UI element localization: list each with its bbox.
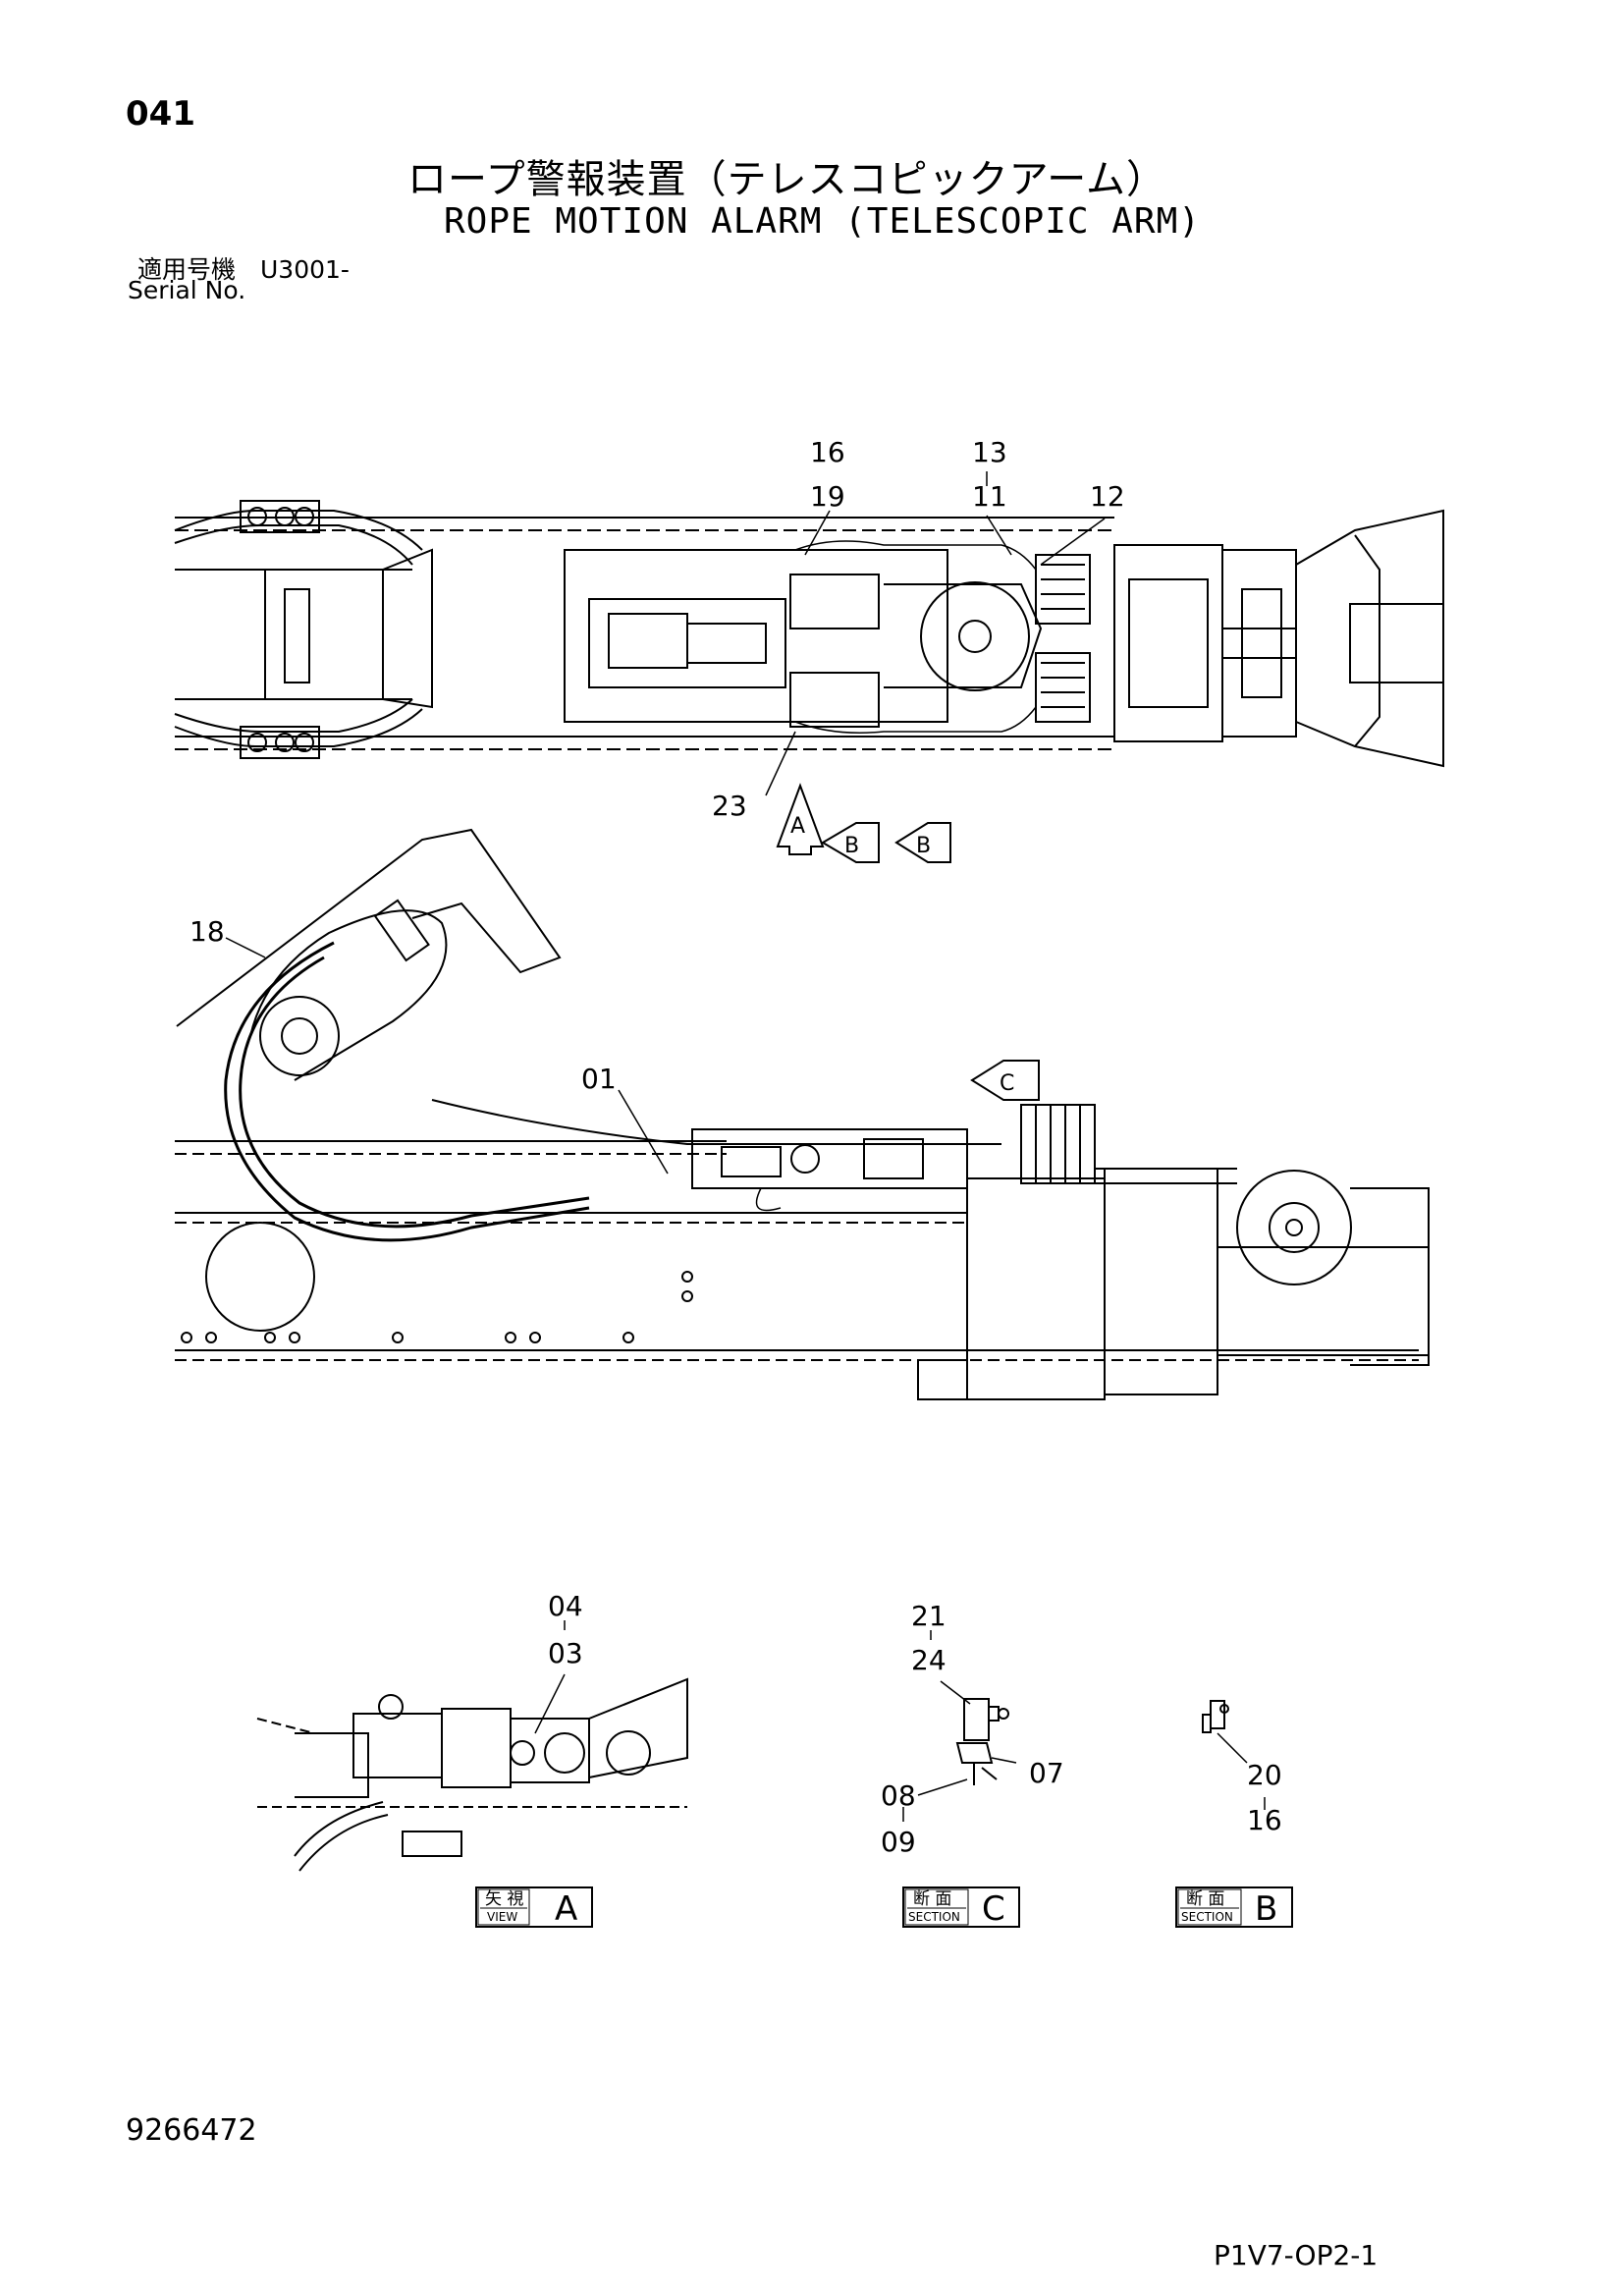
callout-04: 04 [548, 1590, 583, 1622]
title-english: ROPE MOTION ALARM (TELESCOPIC ARM) [444, 201, 1201, 242]
section-b-callouts: 20 16 [1247, 1759, 1282, 1836]
top-view-leaders [765, 471, 1106, 796]
view-a-leaders [534, 1620, 566, 1734]
section-c-drawing [955, 1698, 1009, 1785]
section-c-label-box: 断 面 SECTION C [902, 1886, 1020, 1929]
view-arrow-c-letter: C [1000, 1071, 1014, 1096]
callout-03: 03 [548, 1637, 583, 1669]
document-number: 9266472 [126, 2113, 257, 2148]
callout-12: 12 [1090, 480, 1125, 513]
callout-01: 01 [581, 1063, 617, 1095]
page-number: 041 [126, 94, 195, 134]
side-view-callouts: 18 01 [189, 915, 617, 1095]
serial-label-japanese: 適用号機 U3001- [137, 255, 350, 284]
callout-08: 08 [881, 1779, 916, 1812]
view-a-label-jp: 矢 視 [485, 1889, 523, 1909]
figure-id: P1V7-OP2-1 [1214, 2239, 1379, 2271]
view-arrow-b-1: B [821, 822, 880, 863]
callout-24: 24 [911, 1644, 947, 1676]
top-view-drawing [174, 500, 1444, 768]
view-arrow-a: A [776, 783, 825, 855]
callout-20: 20 [1247, 1759, 1282, 1791]
callout-16-top: 16 [810, 436, 845, 468]
section-b-label-en: SECTION [1181, 1910, 1233, 1924]
view-arrow-b-2: B [894, 822, 951, 863]
callout-11: 11 [972, 480, 1007, 513]
serial-label-english: Serial No. [128, 276, 246, 304]
callout-18: 18 [189, 915, 225, 948]
section-b-label-letter: B [1255, 1889, 1277, 1929]
side-view-leaders [225, 937, 669, 1175]
callout-09: 09 [881, 1826, 916, 1858]
callout-23: 23 [712, 790, 747, 822]
view-a-drawing [256, 1677, 688, 1872]
callout-21: 21 [911, 1600, 947, 1632]
callout-16-section-b: 16 [1247, 1804, 1282, 1836]
section-c-leaders [902, 1630, 1017, 1822]
top-view-callouts: 16 19 13 11 12 23 [712, 436, 1125, 822]
view-arrow-a-letter: A [790, 814, 805, 839]
section-b-leaders [1217, 1732, 1266, 1810]
side-view-drawing [175, 828, 1430, 1400]
section-c-label-jp: 断 面 [913, 1889, 951, 1909]
section-c-label-en: SECTION [908, 1910, 960, 1924]
callout-07: 07 [1029, 1757, 1064, 1789]
callout-13: 13 [972, 436, 1007, 468]
view-a-callouts: 04 03 [548, 1590, 583, 1669]
section-b-label-box: 断 面 SECTION B [1175, 1886, 1293, 1929]
section-b-label-jp: 断 面 [1186, 1889, 1224, 1909]
view-a-label-letter: A [555, 1889, 577, 1929]
view-arrow-b-2-letter: B [916, 834, 931, 858]
section-c-label-letter: C [982, 1889, 1005, 1929]
view-a-label-box: 矢 視 VIEW A [475, 1886, 593, 1929]
callout-19: 19 [810, 480, 845, 513]
section-c-callouts: 21 24 07 08 09 [881, 1600, 1064, 1858]
view-arrow-c: C [970, 1060, 1040, 1101]
title-japanese: ロープ警報装置（テレスコピックアーム） [407, 157, 1166, 202]
view-arrow-b-1-letter: B [844, 834, 859, 858]
view-a-label-en: VIEW [487, 1910, 517, 1924]
section-b-drawing [1202, 1700, 1229, 1733]
